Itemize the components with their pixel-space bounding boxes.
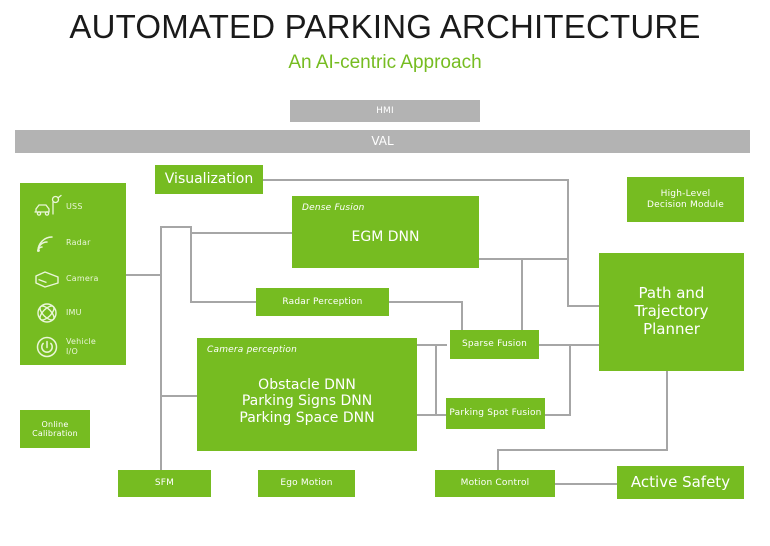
connector-camera-to-sparse [417, 344, 447, 346]
page-title: AUTOMATED PARKING ARCHITECTURE [69, 8, 701, 45]
layer-bar-hmi[interactable]: HMI [290, 100, 480, 122]
dense-fusion-caption: Dense Fusion [302, 203, 365, 213]
sensor-row-radar[interactable]: Radar [20, 225, 126, 261]
block-motion-control[interactable]: Motion Control [435, 470, 555, 497]
power-button-icon [28, 330, 66, 364]
connector-to-egm-dnn [190, 232, 292, 234]
connector-trunk-upper-stub [160, 226, 192, 228]
block-egm-dnn[interactable]: Dense Fusion EGM DNN [292, 196, 479, 268]
parking-spot-fusion-label: Parking Spot Fusion [449, 408, 542, 419]
connector-motion-to-active-safety [555, 483, 617, 485]
hmi-label: HMI [376, 105, 394, 116]
block-ego-motion[interactable]: Ego Motion [258, 470, 355, 497]
block-camera-perception[interactable]: Camera perception Obstacle DNN Parking S… [197, 338, 417, 451]
connector-trunk-to-sfm [160, 395, 162, 482]
sensor-row-uss[interactable]: USS [20, 189, 126, 225]
connector-into-path-planner-upper [567, 305, 599, 307]
connector-down-into-motion-control [497, 449, 499, 474]
block-online-calibration[interactable]: Online Calibration [20, 410, 90, 448]
sensor-label-imu: IMU [66, 308, 82, 317]
egm-dnn-label: EGM DNN [351, 228, 420, 245]
radar-perception-label: Radar Perception [282, 296, 363, 307]
block-parking-spot-fusion[interactable]: Parking Spot Fusion [446, 398, 545, 429]
connector-to-camera-perception [160, 395, 198, 397]
connector-radar-down [461, 301, 463, 331]
visualization-label: Visualization [164, 171, 254, 188]
connector-right-vertical-upper [567, 179, 569, 307]
sensor-input-panel[interactable]: USS Radar Camera [20, 183, 126, 365]
radar-waves-icon [28, 226, 66, 260]
sensor-label-radar: Radar [66, 238, 91, 247]
sparse-fusion-label: Sparse Fusion [461, 339, 528, 350]
path-planner-label: Path and Trajectory Planner [634, 284, 709, 338]
high-level-decision-label: High-Level Decision Module [647, 188, 724, 210]
connector-into-path-planner-lower [569, 344, 599, 346]
page-subtitle: An AI-centric Approach [288, 52, 482, 73]
sensor-label-uss: USS [66, 202, 83, 211]
camera-icon [28, 262, 66, 296]
connector-sensors-to-trunk [126, 274, 162, 276]
gyroscope-icon [28, 296, 66, 330]
val-label: VAL [371, 134, 394, 149]
camera-perception-caption: Camera perception [207, 345, 297, 355]
connector-camera-fan-vertical [435, 344, 437, 414]
layer-bar-val[interactable]: VAL [15, 130, 750, 153]
connector-parkingspot-up [569, 344, 571, 414]
block-path-trajectory-planner[interactable]: Path and Trajectory Planner [599, 253, 744, 371]
ultrasonic-sensor-icon [28, 190, 66, 224]
block-visualization[interactable]: Visualization [155, 165, 263, 194]
connector-egm-down-to-sparse [521, 258, 523, 345]
sfm-label: SFM [154, 478, 175, 489]
ego-motion-label: Ego Motion [280, 478, 333, 489]
connector-radar-to-sparse-area [389, 301, 463, 303]
sensor-row-vehicle-io[interactable]: Vehicle I/O [20, 329, 126, 365]
sensor-row-imu[interactable]: IMU [20, 295, 126, 331]
connector-planner-to-motion-control [497, 449, 668, 451]
block-high-level-decision-module[interactable]: High-Level Decision Module [627, 177, 744, 222]
connector-camera-to-parking-spot [417, 414, 447, 416]
connector-branch-vertical [190, 226, 192, 302]
camera-perception-label: Obstacle DNN Parking Signs DNN Parking S… [239, 376, 375, 426]
connector-parkingspot-right [539, 414, 571, 416]
sensor-label-imu-camera: Camera [66, 274, 99, 283]
block-sfm[interactable]: SFM [118, 470, 211, 497]
block-radar-perception[interactable]: Radar Perception [256, 288, 389, 316]
connector-visualization-to-right [263, 179, 569, 181]
block-sparse-fusion[interactable]: Sparse Fusion [450, 330, 539, 359]
connector-egm-to-right [479, 258, 569, 260]
block-active-safety[interactable]: Active Safety [617, 466, 744, 499]
active-safety-label: Active Safety [630, 472, 731, 491]
connector-to-radar-perception [190, 301, 256, 303]
sensor-row-camera[interactable]: Camera [20, 261, 126, 297]
sensor-label-vehicle-io: Vehicle I/O [66, 337, 97, 356]
connector-trunk-vertical [160, 226, 162, 482]
online-calibration-label: Online Calibration [32, 419, 78, 438]
motion-control-label: Motion Control [460, 478, 530, 489]
connector-planner-down [666, 371, 668, 451]
